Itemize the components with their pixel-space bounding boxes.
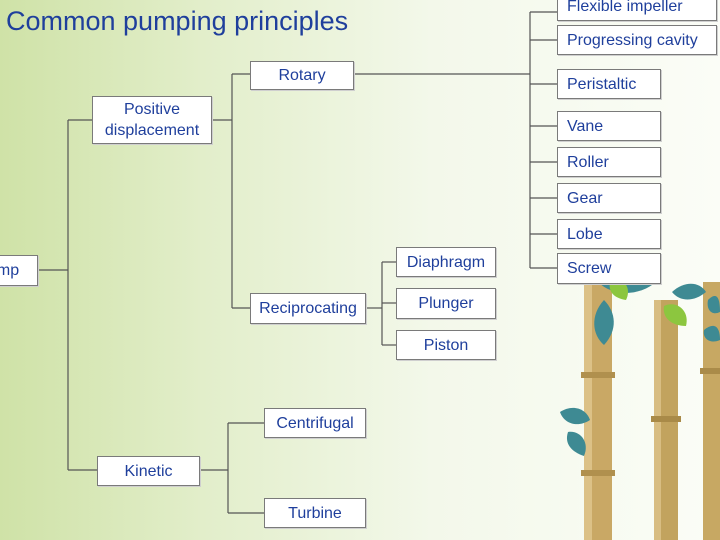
node-turbine-label: Turbine xyxy=(288,504,342,522)
node-rotary: Rotary xyxy=(250,61,354,90)
node-piston: Piston xyxy=(396,330,496,360)
node-positive-displacement: Positive displacement xyxy=(92,96,212,144)
node-flexible-impeller-label: Flexible impeller xyxy=(567,0,683,15)
node-centrifugal: Centrifugal xyxy=(264,408,366,438)
node-screw-label: Screw xyxy=(567,260,612,277)
node-diaphragm-label: Diaphragm xyxy=(406,253,486,271)
node-rotary-label: Rotary xyxy=(278,67,326,84)
page-title: Common pumping principles xyxy=(6,6,349,36)
node-reciprocating-label: Reciprocating xyxy=(259,300,357,317)
node-vane: Vane xyxy=(557,111,661,141)
node-gear-label: Gear xyxy=(567,189,603,207)
node-positive-displacement-label: Positive displacement xyxy=(104,101,200,139)
node-progressing-cavity: Progressing cavity xyxy=(557,25,717,55)
node-kinetic: Kinetic xyxy=(97,456,200,486)
node-roller-label: Roller xyxy=(567,153,609,171)
node-turbine: Turbine xyxy=(264,498,366,528)
node-piston-label: Piston xyxy=(423,336,469,354)
node-screw: Screw xyxy=(557,253,661,284)
node-centrifugal-label: Centrifugal xyxy=(276,414,354,432)
node-roller: Roller xyxy=(557,147,661,177)
node-vane-label: Vane xyxy=(567,117,604,135)
node-reciprocating: Reciprocating xyxy=(250,293,366,324)
node-peristaltic-label: Peristaltic xyxy=(567,75,637,93)
node-kinetic-label: Kinetic xyxy=(124,462,173,480)
node-pump: ump xyxy=(0,255,38,286)
node-lobe: Lobe xyxy=(557,219,661,249)
node-progressing-cavity-label: Progressing cavity xyxy=(567,31,698,49)
node-peristaltic: Peristaltic xyxy=(557,69,661,99)
node-flexible-impeller: Flexible impeller xyxy=(557,0,717,21)
node-pump-label: ump xyxy=(0,262,20,279)
node-lobe-label: Lobe xyxy=(567,225,603,243)
node-plunger: Plunger xyxy=(396,288,496,319)
node-gear: Gear xyxy=(557,183,661,213)
node-plunger-label: Plunger xyxy=(418,295,474,312)
node-diaphragm: Diaphragm xyxy=(396,247,496,277)
